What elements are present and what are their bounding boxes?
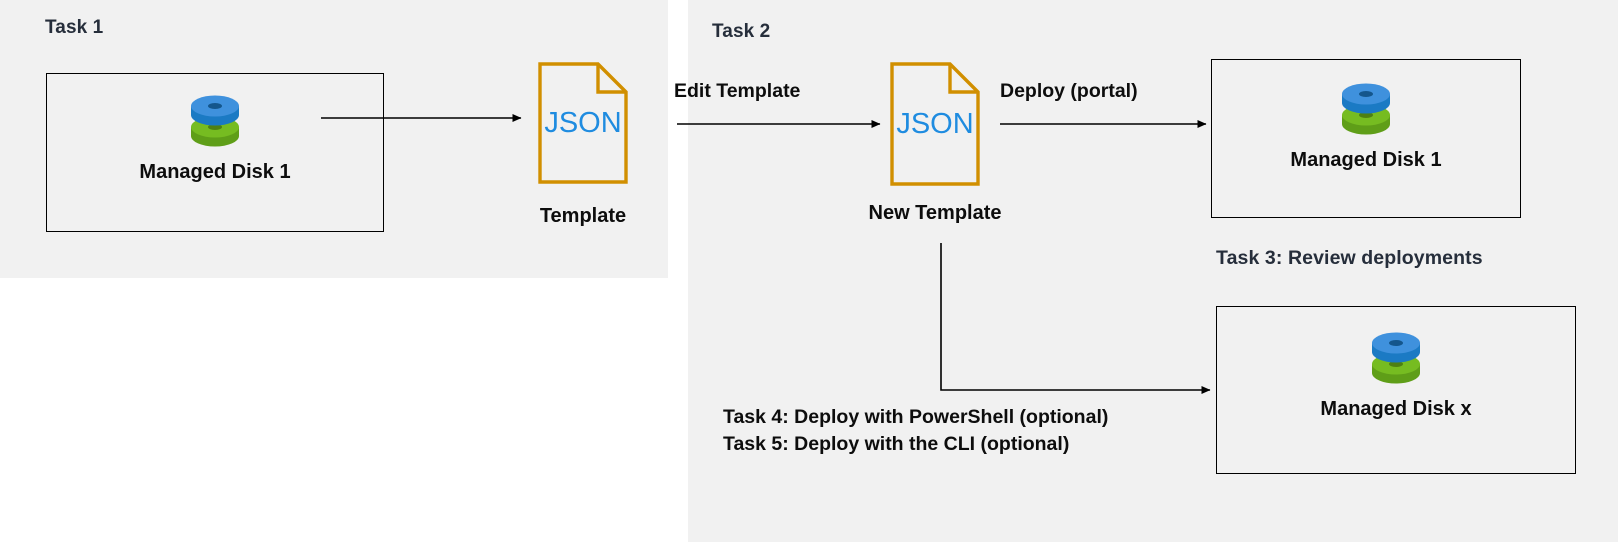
managed-disk-x-box: Managed Disk x [1216,306,1576,474]
managed-disk-x-caption: Managed Disk x [1320,398,1472,420]
edit-template-label: Edit Template [674,80,801,102]
json-document-icon-template: JSON [538,62,628,184]
managed-disk-icon [185,94,245,157]
managed-disk-1-box-task3: Managed Disk 1 [1211,59,1521,218]
json-document-icon-new-template: JSON [890,62,980,186]
template-caption: Template [539,205,627,227]
task-2-label: Task 2 [712,21,771,42]
svg-text:JSON: JSON [544,107,621,139]
managed-disk-1-caption-task1: Managed Disk 1 [139,161,291,183]
managed-disk-1-box-task1: Managed Disk 1 [46,73,384,232]
task-5-note: Task 5: Deploy with the CLI (optional) [723,433,1070,455]
task-1-label: Task 1 [45,17,104,38]
task-4-note: Task 4: Deploy with PowerShell (optional… [723,406,1109,428]
managed-disk-icon [1336,82,1396,145]
managed-disk-icon [1366,331,1426,394]
managed-disk-1-caption-task3: Managed Disk 1 [1290,149,1442,171]
svg-text:JSON: JSON [896,108,973,140]
deploy-portal-label: Deploy (portal) [1000,80,1138,102]
task-3-label: Task 3: Review deployments [1216,247,1483,269]
task-4-5-notes: Task 4: Deploy with PowerShell (optional… [723,404,1108,458]
new-template-caption: New Template [868,202,1002,224]
